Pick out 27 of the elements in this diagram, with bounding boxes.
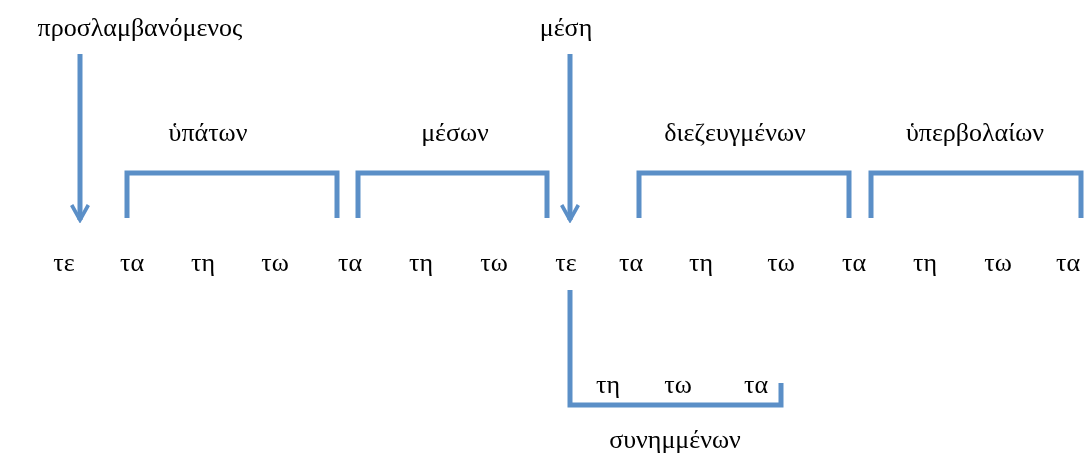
arrow	[559, 54, 581, 222]
syllable-text: τε	[53, 247, 75, 279]
label-text: τα	[841, 247, 867, 279]
label-text: τα	[337, 247, 363, 279]
syllable-text: προσλαμβανόμενος	[37, 12, 243, 44]
label-text: τη	[913, 247, 937, 279]
label-text: τω	[664, 369, 692, 401]
label-text: τα	[618, 247, 644, 279]
syllable-text: τε	[555, 247, 577, 279]
label-text: τα	[1055, 247, 1081, 279]
label-text: τα	[119, 247, 145, 279]
label-text: τη	[191, 247, 215, 279]
label-text: μέσων	[421, 117, 489, 149]
syllable-text: μέση	[539, 12, 593, 44]
label-text: τω	[480, 247, 508, 279]
label-text: τη	[689, 247, 713, 279]
label-text: τω	[767, 247, 795, 279]
label-text: διεζευγμένων	[664, 117, 806, 149]
label-text: ὑπάτων	[168, 117, 248, 149]
label-text: τω	[261, 247, 289, 279]
label-text: τα	[743, 369, 769, 401]
arrow	[69, 54, 91, 222]
label-text: ὑπερβολαίων	[905, 117, 1045, 149]
label-text: τη	[596, 369, 620, 401]
label-text: τη	[409, 247, 433, 279]
label-text: τω	[984, 247, 1012, 279]
label-text: συνημμένων	[609, 424, 741, 456]
